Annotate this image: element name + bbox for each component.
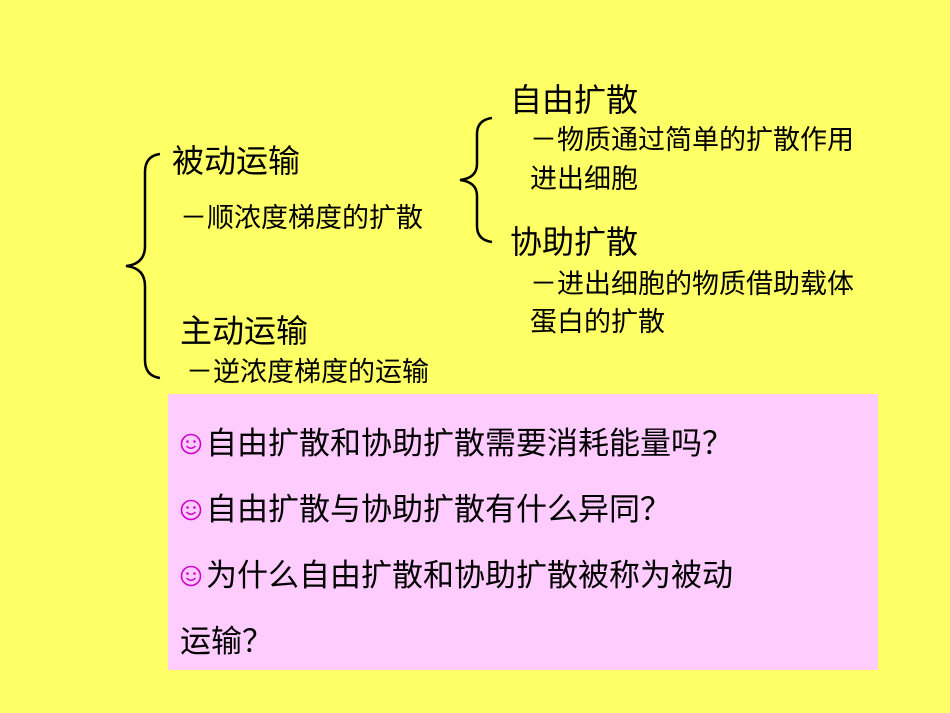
smiley-face-icon bbox=[180, 433, 202, 455]
passive-transport-desc: －顺浓度梯度的扩散 bbox=[180, 203, 423, 234]
question-3-text-line1: 为什么自由扩散和协助扩散被称为被动 bbox=[206, 558, 733, 594]
facilitated-diffusion-desc-line1: －进出细胞的物质借助载体 bbox=[530, 269, 854, 300]
question-3: 为什么自由扩散和协助扩散被称为被动 bbox=[180, 558, 733, 595]
simple-diffusion-desc-line2: 进出细胞 bbox=[530, 164, 638, 195]
smiley-face-icon bbox=[180, 565, 202, 587]
question-1-text: 自由扩散和协助扩散需要消耗能量吗？ bbox=[206, 426, 733, 462]
question-2: 自由扩散与协助扩散有什么异同？ bbox=[180, 492, 671, 529]
questions-box: 自由扩散和协助扩散需要消耗能量吗？ 自由扩散与协助扩散有什么异同？ 为什么自由扩… bbox=[168, 394, 878, 670]
question-3-text-line2: 运输？ bbox=[180, 624, 273, 660]
right-curly-brace bbox=[459, 116, 493, 244]
facilitated-diffusion-desc-line2: 蛋白的扩散 bbox=[530, 307, 665, 338]
question-1: 自由扩散和协助扩散需要消耗能量吗？ bbox=[180, 426, 733, 463]
simple-diffusion-title: 自由扩散 bbox=[510, 81, 639, 119]
left-curly-brace bbox=[125, 152, 161, 380]
passive-transport-title: 被动运输 bbox=[172, 142, 301, 180]
question-2-text: 自由扩散与协助扩散有什么异同？ bbox=[206, 492, 671, 528]
facilitated-diffusion-title: 协助扩散 bbox=[510, 223, 639, 261]
active-transport-desc: －逆浓度梯度的运输 bbox=[186, 357, 429, 388]
smiley-face-icon bbox=[180, 499, 202, 521]
simple-diffusion-desc-line1: －物质通过简单的扩散作用 bbox=[530, 125, 854, 156]
active-transport-title: 主动运输 bbox=[180, 312, 309, 350]
question-3-continued: 运输？ bbox=[180, 624, 273, 661]
